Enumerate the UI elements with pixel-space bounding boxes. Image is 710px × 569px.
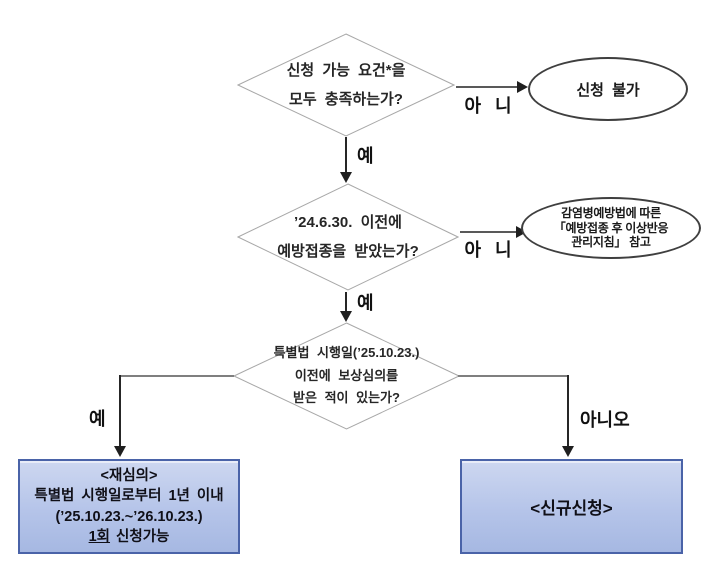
decision-line: 예방접종을 받았는가? xyxy=(277,243,419,260)
arrowhead-yes1 xyxy=(340,172,352,183)
terminal-guideline-line: 관리지침」 참고 xyxy=(571,235,651,250)
connector-no1-line xyxy=(456,86,518,88)
arrowhead-no1 xyxy=(517,81,528,93)
result-rereview-line: (’25.10.23.~’26.10.23.) xyxy=(55,508,203,525)
terminal-guideline-line: 감염병예방법에 따른 xyxy=(561,206,661,221)
result-rereview-count: 1회 xyxy=(88,528,111,545)
terminal-reject-label: 신청 불가 xyxy=(576,81,640,99)
connector-no3-hline xyxy=(458,375,569,377)
result-rereview-line: 특별법 시행일로부터 1년 이내 xyxy=(34,488,224,505)
connector-yes3-hline xyxy=(119,375,234,377)
result-new-application-label: <신규신청> xyxy=(530,499,613,518)
decision-vaccination-date-text: ’24.6.30. 이전에 예방접종을 받았는가? xyxy=(237,183,459,291)
result-rereview-title: <재심의> xyxy=(100,467,158,484)
decision-eligibility-text: 신청 가능 요건*을 모두 충족하는가? xyxy=(237,33,455,137)
result-rereview-count-rest: 신청가능 xyxy=(116,528,170,545)
branch-label-yes1: 예 xyxy=(357,146,374,166)
diamond-shape xyxy=(233,322,460,430)
terminal-reject: 신청 불가 xyxy=(528,57,688,121)
branch-label-no2: 아 니 xyxy=(464,240,512,260)
decision-eligibility: 신청 가능 요건*을 모두 충족하는가? xyxy=(237,33,455,137)
decision-prior-review-text: 특별법 시행일(’25.10.23.) 이전에 보상심의를 받은 적이 있는가? xyxy=(233,322,460,430)
terminal-guideline-line: 「예방접종 후 이상반응 xyxy=(553,220,669,235)
result-rereview-box: <재심의> 특별법 시행일로부터 1년 이내 (’25.10.23.~’26.1… xyxy=(18,459,240,554)
connector-yes1-line xyxy=(345,137,347,174)
connector-no3-vline xyxy=(567,375,569,447)
result-new-application-box: <신규신청> xyxy=(460,459,683,554)
decision-prior-review: 특별법 시행일(’25.10.23.) 이전에 보상심의를 받은 적이 있는가? xyxy=(233,322,460,430)
branch-label-yes3: 예 xyxy=(89,409,106,429)
branch-label-no1: 아 니 xyxy=(464,96,512,116)
decision-vaccination-date: ’24.6.30. 이전에 예방접종을 받았는가? xyxy=(237,183,459,291)
arrowhead-yes2 xyxy=(340,311,352,322)
decision-line: 이전에 보상심의를 xyxy=(294,367,399,383)
diamond-shape xyxy=(237,183,459,291)
decision-line: 모두 충족하는가? xyxy=(289,91,403,108)
arrowhead-yes3 xyxy=(114,446,126,457)
decision-line: 받은 적이 있는가? xyxy=(293,390,400,406)
decision-line: 특별법 시행일(’25.10.23.) xyxy=(273,345,420,361)
connector-no2-line xyxy=(460,231,517,233)
branch-label-yes2: 예 xyxy=(357,293,374,313)
diamond-shape xyxy=(237,33,455,137)
decision-line: ’24.6.30. 이전에 xyxy=(294,213,402,231)
decision-line: 신청 가능 요건*을 xyxy=(286,61,406,79)
result-rereview-count-line: 1회 신청가능 xyxy=(89,527,170,547)
connector-yes3-vline xyxy=(119,375,121,447)
branch-label-no3: 아니오 xyxy=(580,410,630,430)
terminal-guideline: 감염병예방법에 따른 「예방접종 후 이상반응 관리지침」 참고 xyxy=(521,197,701,259)
connector-yes2-line xyxy=(345,292,347,313)
arrowhead-no3 xyxy=(562,446,574,457)
